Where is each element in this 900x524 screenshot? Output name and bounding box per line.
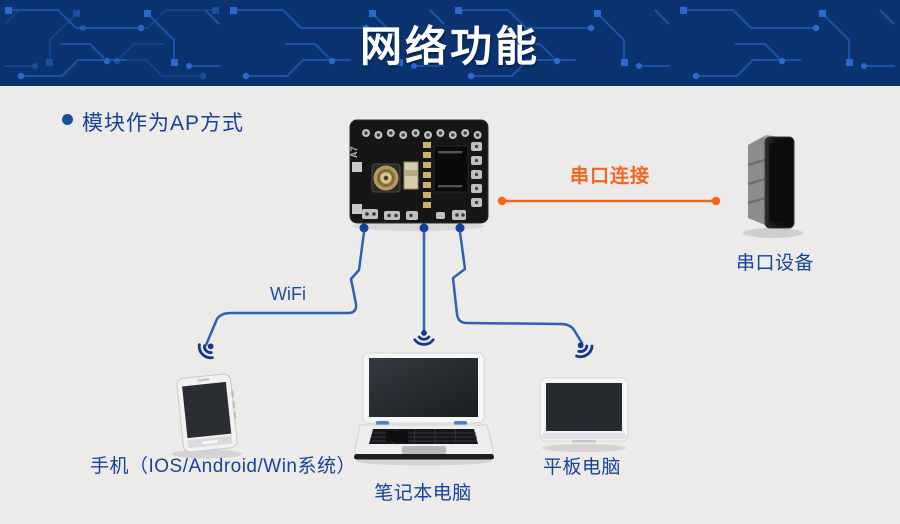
module-silkscreen-marking: A7: [349, 146, 359, 158]
wifi-module-image: A7: [349, 119, 489, 231]
serial-link-label: 串口连接: [569, 166, 650, 187]
wifi-link-lines: [204, 230, 584, 347]
serial-device-image: [743, 135, 803, 238]
tablet-label: 平板电脑: [542, 457, 621, 478]
serial-link-line: [497, 196, 721, 206]
bullet-text: 模块作为AP方式: [82, 112, 245, 135]
wifi-link-label: WiFi: [270, 284, 306, 304]
circuit-pattern-decoration: [0, 0, 900, 86]
tablet-image: [539, 377, 629, 452]
wifi-signal-icon-tablet: [569, 336, 596, 362]
header-banner: 网络功能: [0, 0, 900, 86]
phone-label: 手机（IOS/Android/Win系统）: [90, 456, 356, 477]
phone-image: [172, 373, 242, 459]
bullet-item-ap-mode: 模块作为AP方式: [62, 107, 244, 137]
laptop-label: 笔记本电脑: [374, 483, 472, 504]
page-title: 网络功能: [359, 22, 540, 70]
serial-device-label: 串口设备: [735, 253, 814, 274]
bullet-dot: [62, 114, 73, 125]
antenna-connector: [371, 163, 401, 193]
laptop-image: [354, 352, 494, 466]
wifi-signal-icon-laptop: [413, 328, 435, 346]
module-port-dots: [359, 223, 465, 233]
